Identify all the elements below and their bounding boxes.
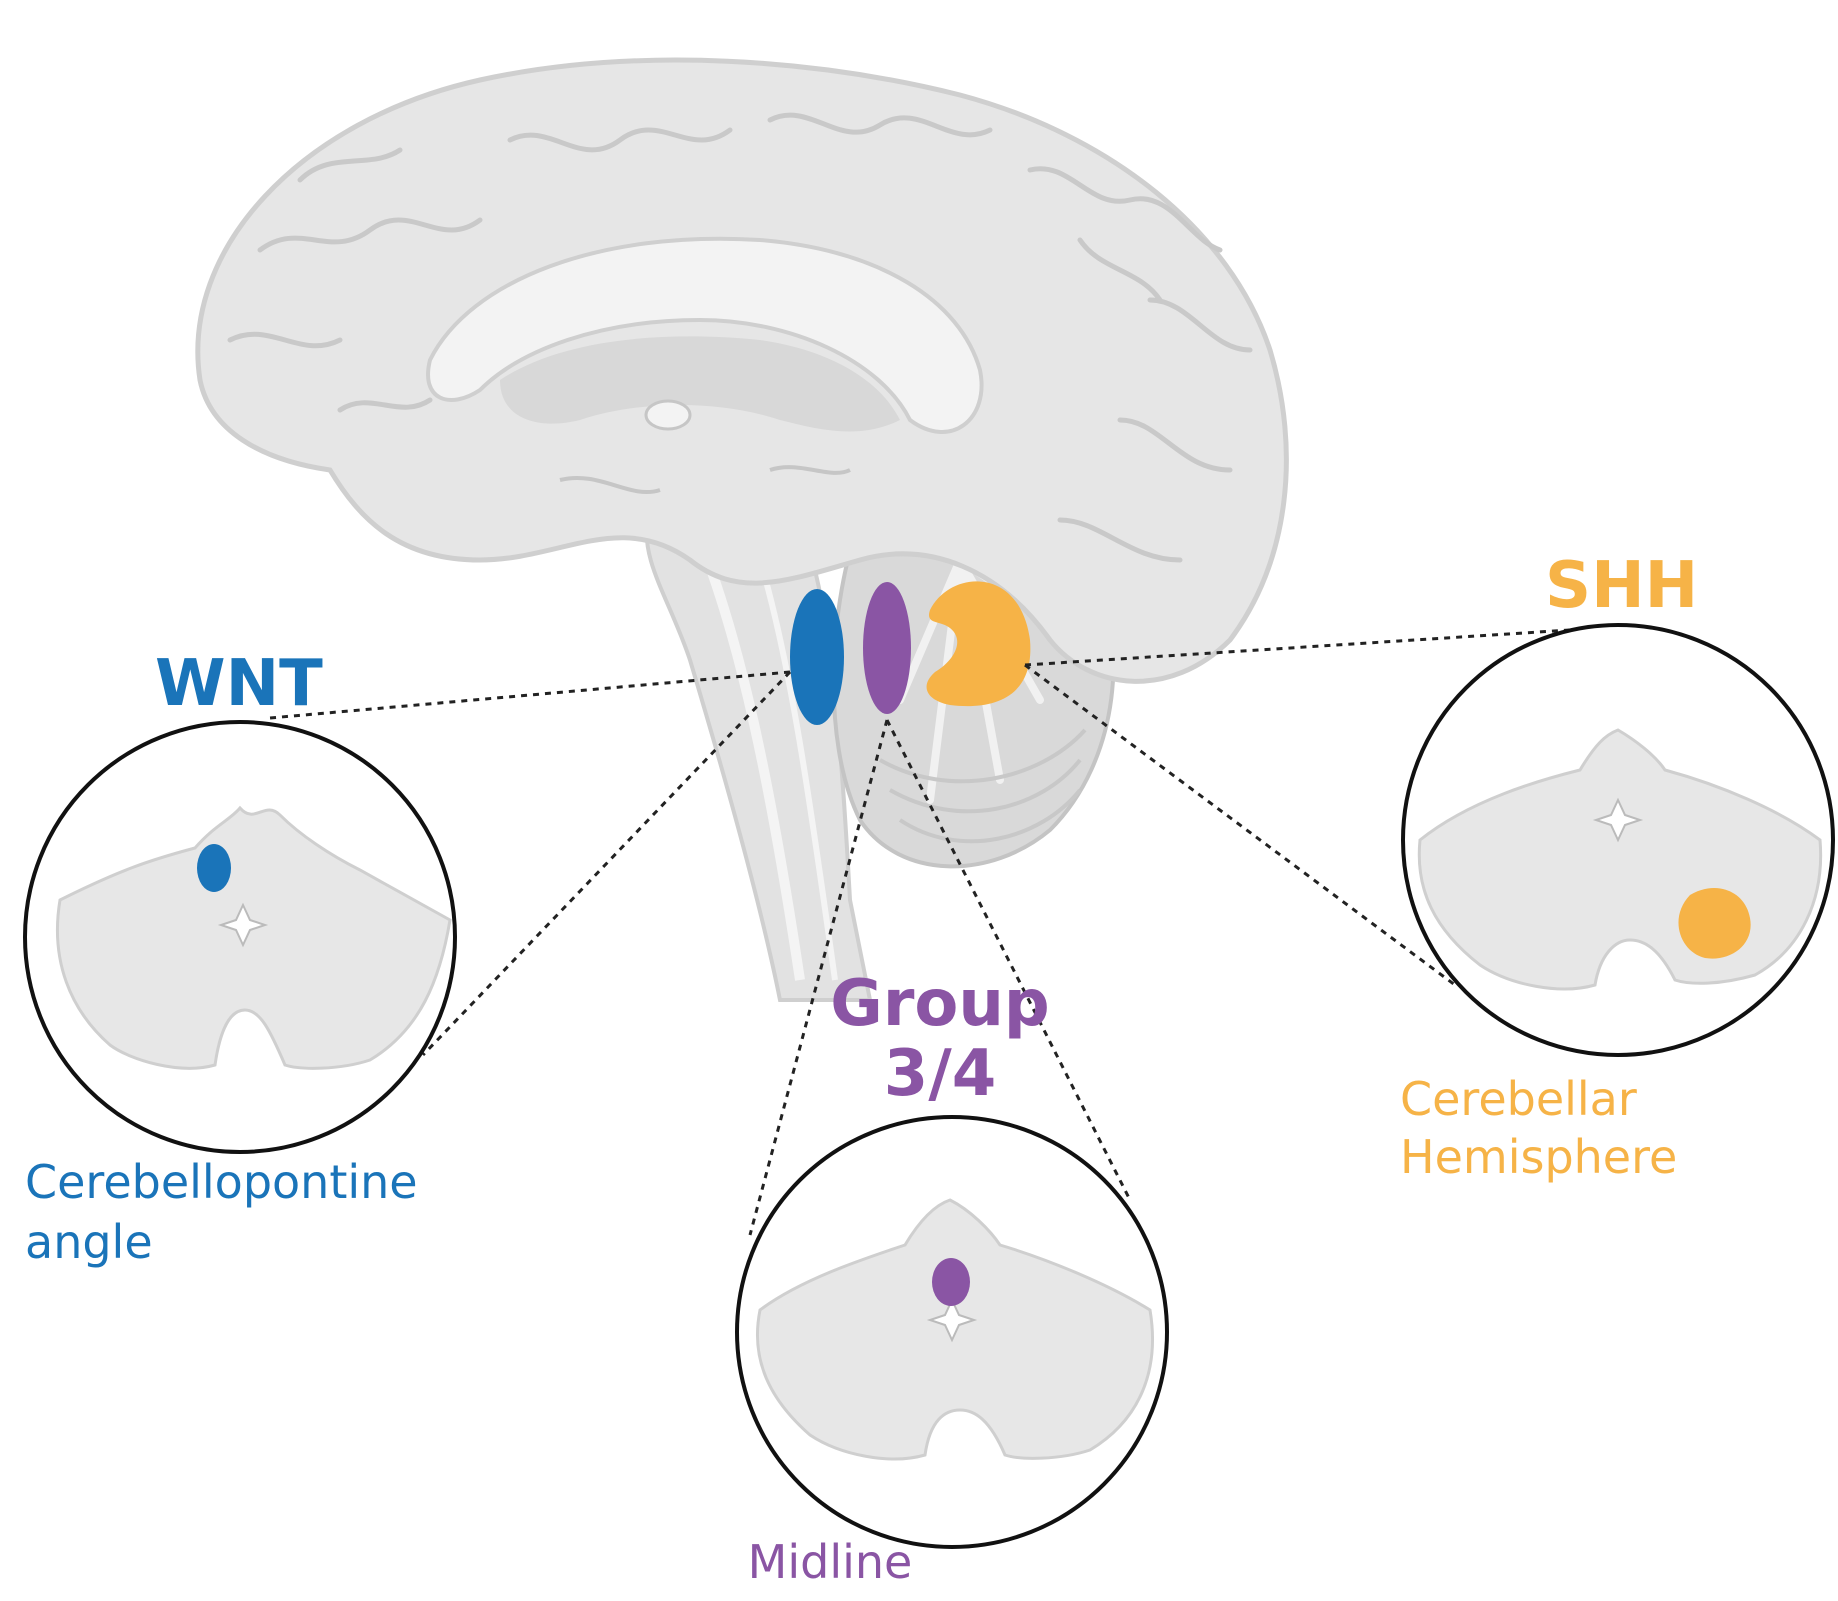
wnt-inset-tumor — [197, 844, 231, 892]
shh-label: SHH — [1545, 549, 1698, 623]
shh-location-label-line-2: Hemisphere — [1400, 1130, 1677, 1184]
wnt-leader-line-bottom — [421, 670, 792, 1057]
wnt-inset — [23, 720, 457, 1154]
shh-inset — [1401, 623, 1835, 1057]
shh-location-label-line-1: Cerebellar — [1400, 1072, 1637, 1126]
g34-label-line-2: 3/4 — [884, 1037, 996, 1111]
g34-tumor-marker — [863, 582, 911, 714]
g34-inset — [735, 1115, 1169, 1549]
wnt-location-label-line-2: angle — [25, 1215, 153, 1269]
g34-leader-line-right — [885, 719, 1132, 1201]
wnt-location-label-line-1: Cerebellopontine — [25, 1155, 418, 1209]
shh-leader-line-bottom — [1024, 663, 1456, 987]
wnt-leader-line-top — [269, 670, 791, 720]
g34-leader-line-left — [748, 719, 889, 1236]
shh-inset-tumor — [1678, 888, 1751, 959]
wnt-label: WNT — [155, 647, 323, 721]
tumor-markers — [790, 581, 1031, 725]
shh-tumor-marker — [926, 581, 1031, 707]
g34-inset-tumor — [932, 1258, 970, 1306]
g34-location-label: Midline — [748, 1535, 913, 1589]
labels: WNT Cerebellopontine angle SHH Cerebella… — [25, 549, 1698, 1589]
corpus-callosum — [426, 236, 984, 434]
wnt-cerebellum-section — [55, 805, 452, 1070]
g34-label-line-1: Group — [830, 967, 1049, 1041]
leader-lines — [269, 628, 1571, 1236]
wnt-tumor-marker — [790, 589, 844, 725]
